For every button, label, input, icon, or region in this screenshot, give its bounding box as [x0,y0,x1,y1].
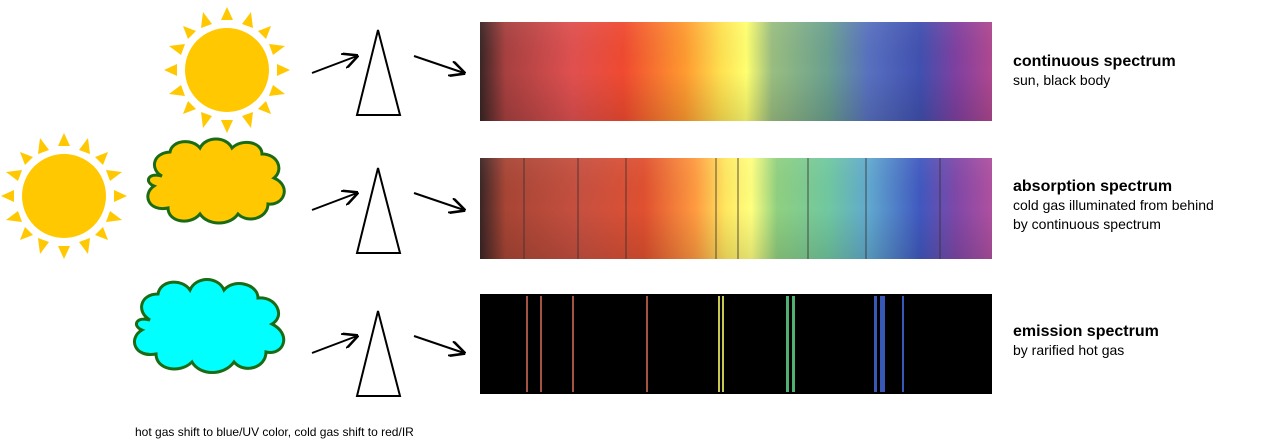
emission-line [526,296,528,392]
emission-line [880,296,885,392]
cloud-icon [146,137,286,225]
label-absorption-title: absorption spectrum [1013,178,1173,195]
row-absorption [1,133,992,259]
emission-line [722,296,724,392]
sun-icon [164,7,290,133]
label-emission-desc: by rarified hot gas [1013,342,1125,358]
cloud-icon [132,278,286,374]
label-continuous: continuous spectrum sun, black body [1013,52,1176,90]
label-emission: emission spectrum by rarified hot gas [1013,322,1159,360]
emission-line [646,296,648,392]
arrow-icon [413,335,464,353]
row-continuous [164,7,992,133]
emission-line [572,296,574,392]
emission-line [792,296,795,392]
sun-icon [1,133,127,259]
footnote: hot gas shift to blue/UV color, cold gas… [135,425,414,439]
arrow-icon [311,56,357,74]
label-absorption-desc-2: by continuous spectrum [1013,216,1161,232]
emission-line [902,296,904,392]
continuous-spectrum [480,22,992,121]
prism-icon [355,167,402,254]
label-continuous-title: continuous spectrum [1013,53,1176,70]
label-absorption: absorption spectrum cold gas illuminated… [1013,177,1214,234]
arrow-icon [311,193,357,211]
label-emission-title: emission spectrum [1013,323,1159,340]
emission-spectrum [480,294,992,394]
arrow-icon [413,192,464,210]
absorption-spectrum [480,158,992,259]
emission-line [540,296,542,392]
label-absorption-desc-1: cold gas illuminated from behind [1013,197,1214,213]
arrow-icon [311,336,357,354]
arrow-icon [413,55,464,73]
label-continuous-desc: sun, black body [1013,72,1111,88]
emission-line [874,296,877,392]
row-emission [132,278,992,397]
emission-line [718,296,720,392]
prism-icon [355,310,402,397]
prism-icon [355,29,402,116]
emission-line [786,296,789,392]
